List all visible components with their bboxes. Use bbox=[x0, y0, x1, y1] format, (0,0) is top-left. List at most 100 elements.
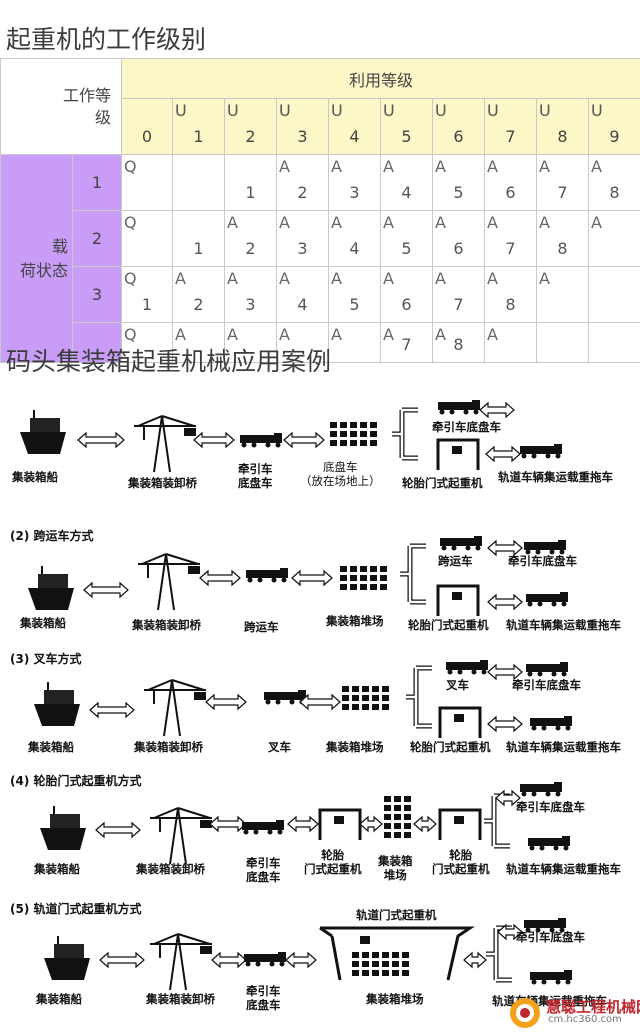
u-number: 5 bbox=[401, 127, 412, 146]
label-rail-truck: 轨道车辆集运载重拖车 bbox=[498, 470, 613, 484]
gantry-crane-icon bbox=[150, 933, 212, 991]
cell-letter: A bbox=[279, 269, 290, 288]
tractor-icon bbox=[520, 782, 562, 797]
load-state-3: 3 bbox=[71, 266, 123, 323]
rtg-right-icon bbox=[438, 808, 482, 840]
double-arrow-icon bbox=[497, 923, 523, 941]
chassis-stack-icon bbox=[330, 422, 377, 446]
label-rtg-right: 轮胎 门式起重机 bbox=[432, 848, 490, 876]
page-title: 起重机的工作级别 bbox=[6, 25, 207, 54]
rail-gantry-crane-icon bbox=[319, 926, 475, 981]
label-rtg: 轮胎门式起重机 bbox=[402, 476, 483, 490]
label-top-truck: 牵引车底盘车 bbox=[516, 800, 585, 814]
branch-arrow-icon bbox=[400, 543, 426, 605]
rail-truck-icon bbox=[528, 836, 570, 851]
label-tractor: 牵引车 底盘车 bbox=[246, 856, 281, 884]
container-yard-icon bbox=[340, 566, 387, 590]
container-crane-diagram: 集装箱船 集装箱装卸桥 牵引车 底盘车 底盘车 （放在场地上） 牵引车底盘车 轮… bbox=[0, 380, 640, 1034]
grade-cell: 1 bbox=[224, 154, 278, 211]
cell-letter: A bbox=[175, 269, 186, 288]
cell-letter: A bbox=[331, 157, 342, 176]
cell-letter: A bbox=[487, 325, 498, 344]
cell-number: 3 bbox=[297, 239, 308, 258]
cell-number: 5 bbox=[401, 239, 412, 258]
label-fork: 叉车 bbox=[268, 740, 291, 754]
double-arrow-icon bbox=[495, 789, 521, 807]
grade-cell bbox=[172, 154, 226, 211]
cell-letter: A bbox=[383, 325, 394, 344]
load-state-4 bbox=[71, 322, 123, 363]
cell-letter: A bbox=[383, 269, 394, 288]
cell-number: 8 bbox=[557, 239, 568, 258]
cell-letter: A bbox=[435, 213, 446, 232]
cell-number: 1 bbox=[193, 239, 204, 258]
ship-icon bbox=[34, 682, 80, 726]
double-arrow-icon bbox=[193, 431, 235, 449]
tractor-icon bbox=[438, 400, 480, 415]
cell-letter: Q bbox=[124, 269, 137, 288]
double-arrow-icon bbox=[485, 445, 521, 463]
branch-arrow-icon bbox=[406, 665, 432, 729]
double-arrow-icon bbox=[99, 951, 145, 969]
grade-cell bbox=[588, 266, 640, 323]
label-top-truck: 牵引车底盘车 bbox=[512, 678, 581, 692]
forklift-icon bbox=[446, 660, 488, 675]
grade-cell: A bbox=[484, 322, 538, 363]
double-arrow-icon bbox=[89, 701, 135, 719]
cell-letter: Q bbox=[124, 213, 137, 232]
grade-cell: A bbox=[224, 322, 278, 363]
cell-number: 6 bbox=[453, 239, 464, 258]
cell-number: 1 bbox=[141, 295, 153, 314]
cell-number: 1 bbox=[245, 183, 256, 202]
label-crane: 集装箱装卸桥 bbox=[136, 862, 205, 876]
cell-letter: A bbox=[383, 157, 394, 176]
double-arrow-icon bbox=[487, 593, 523, 611]
cell-letter: A bbox=[487, 157, 498, 176]
u-prefix: U bbox=[175, 101, 187, 120]
label-top-straddle: 跨运车 bbox=[438, 554, 473, 568]
cell-number: 4 bbox=[401, 183, 412, 202]
cell-letter: A bbox=[591, 213, 602, 232]
cell-letter: A bbox=[175, 325, 186, 344]
label-rtg: 轮胎门式起重机 bbox=[410, 740, 491, 754]
rail-truck-icon bbox=[526, 592, 568, 607]
rail-truck-icon bbox=[530, 716, 572, 731]
cell-number: 6 bbox=[505, 183, 516, 202]
diagram-drawing bbox=[20, 400, 572, 991]
double-arrow-icon bbox=[463, 951, 487, 969]
double-arrow-icon bbox=[77, 431, 125, 449]
double-arrow-icon bbox=[359, 815, 383, 833]
label-rail-truck: 轨道车辆集运载重拖车 bbox=[506, 618, 621, 632]
double-arrow-icon bbox=[479, 401, 515, 419]
container-yard-icon bbox=[342, 686, 389, 710]
label-ship: 集装箱船 bbox=[34, 862, 80, 876]
label-tractor: 牵引车 底盘车 bbox=[246, 984, 281, 1012]
cell-number: 7 bbox=[505, 239, 516, 258]
u-prefix: U bbox=[539, 101, 551, 120]
grade-cell: A bbox=[536, 266, 590, 323]
ship-icon bbox=[40, 806, 86, 850]
cell-letter: A bbox=[539, 213, 550, 232]
tractor-icon bbox=[526, 662, 568, 677]
utilization-grade-0: 0 bbox=[121, 98, 174, 155]
label-top-truck: 牵引车底盘车 bbox=[516, 930, 585, 944]
cell-number: 6 bbox=[401, 295, 412, 314]
truck-icon bbox=[244, 952, 286, 967]
